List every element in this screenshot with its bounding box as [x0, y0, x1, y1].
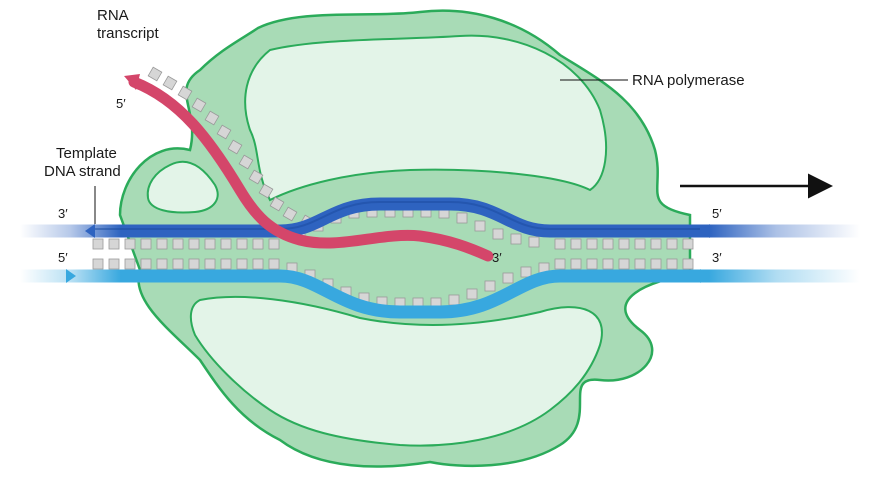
template-left-end-label: 3′ — [58, 206, 68, 221]
base-block — [92, 258, 104, 270]
rna-base-block — [204, 110, 220, 126]
coding-dna-strand — [20, 269, 860, 319]
base-block — [586, 238, 598, 250]
polymerase-inner-pocket — [146, 160, 219, 214]
base-block — [666, 238, 678, 250]
base-block — [172, 258, 184, 270]
rna-base-block — [269, 196, 285, 212]
template-strand-label: Template DNA strand — [44, 145, 121, 180]
base-block — [586, 258, 598, 270]
base-block — [602, 258, 614, 270]
base-block — [220, 258, 232, 270]
coding-strand-backbone — [20, 269, 860, 319]
rna-5prime-tip — [124, 74, 140, 90]
rna-base-block — [147, 66, 163, 82]
template-strand-backbone — [20, 197, 860, 238]
rna-base-block — [258, 183, 274, 199]
base-block — [570, 238, 582, 250]
base-block — [650, 258, 662, 270]
rna-transcript-label: RNA transcript — [97, 7, 160, 42]
base-block — [268, 258, 280, 270]
base-block — [92, 238, 104, 250]
base-block — [252, 258, 264, 270]
rna-base-block — [227, 139, 243, 155]
base-block — [204, 238, 216, 250]
template-base-block — [510, 233, 522, 245]
base-block — [108, 258, 120, 270]
template-strand-highlight — [95, 201, 700, 230]
base-block — [634, 238, 646, 250]
template-base-block — [528, 236, 540, 248]
rna-base-block — [162, 75, 178, 91]
base-block — [682, 258, 694, 270]
template-right-end-label: 5′ — [712, 206, 722, 221]
coding-base-block — [466, 288, 478, 300]
template-base-block — [456, 212, 468, 224]
base-block — [108, 238, 120, 250]
rna-base-block — [248, 169, 264, 185]
base-block — [140, 238, 152, 250]
template-base-block — [474, 220, 486, 232]
base-block — [554, 258, 566, 270]
base-block — [666, 258, 678, 270]
base-block — [156, 238, 168, 250]
coding-left-end-label: 5′ — [58, 250, 68, 265]
base-block — [570, 258, 582, 270]
coding-right-end-label: 3′ — [712, 250, 722, 265]
rna-transcript-strand — [124, 74, 494, 262]
template-dna-strand — [20, 197, 860, 238]
base-block — [124, 258, 136, 270]
base-block — [188, 238, 200, 250]
rna-polymerase-label: RNA polymerase — [632, 72, 745, 89]
rna-base-block — [177, 85, 193, 101]
base-block — [236, 258, 248, 270]
rna-base-block — [282, 206, 298, 222]
base-block — [618, 238, 630, 250]
base-block — [554, 238, 566, 250]
base-block — [204, 258, 216, 270]
base-block — [220, 238, 232, 250]
polymerase-inner-bottom — [189, 295, 603, 447]
base-block — [634, 258, 646, 270]
base-block — [252, 238, 264, 250]
coding-right-arrowhead — [700, 269, 710, 283]
rna-base-block — [238, 154, 254, 170]
template-left-arrowhead — [85, 224, 95, 238]
base-block — [602, 238, 614, 250]
base-block — [682, 238, 694, 250]
rna-base-block — [216, 124, 232, 140]
base-block — [268, 238, 280, 250]
template-right-arrowhead — [700, 224, 710, 238]
base-block — [650, 238, 662, 250]
template-base-block — [492, 228, 504, 240]
coding-base-block — [484, 280, 496, 292]
base-block — [236, 238, 248, 250]
base-block — [188, 258, 200, 270]
polymerase-inner-top — [244, 34, 607, 202]
rna-5prime-label: 5′ — [116, 96, 126, 111]
rna-base-block — [191, 97, 207, 113]
base-block — [156, 258, 168, 270]
coding-left-arrowhead — [66, 269, 76, 283]
base-block — [172, 238, 184, 250]
base-block — [124, 238, 136, 250]
coding-base-block — [520, 266, 532, 278]
rna-backbone — [128, 76, 494, 262]
base-block — [618, 258, 630, 270]
rna-3prime-label: 3′ — [492, 250, 502, 265]
coding-base-block — [448, 294, 460, 306]
base-block — [140, 258, 152, 270]
coding-base-block — [502, 272, 514, 284]
